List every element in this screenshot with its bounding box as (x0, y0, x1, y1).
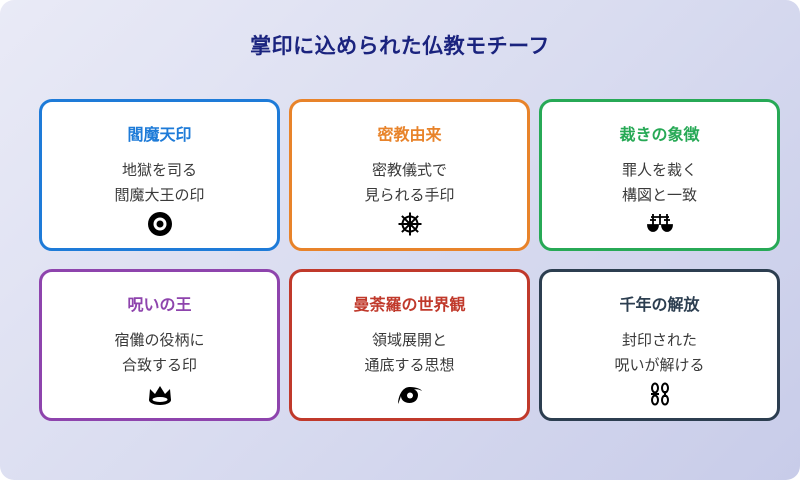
card-description-line: 構図と一致 (621, 186, 697, 204)
card-description-line: 領域展開と (371, 331, 447, 349)
card-description: 罪人を裁く 構図と一致 (542, 158, 777, 208)
crown-icon (147, 381, 173, 407)
card-description-line: 合致する印 (121, 356, 197, 374)
scales-icon (646, 211, 673, 237)
card-description: 地獄を司る 閻魔大王の印 (42, 158, 277, 208)
target-icon (147, 211, 173, 237)
card-mandala-worldview: 曼荼羅の世界観 領域展開と 通底する思想 (289, 269, 530, 421)
dharma-wheel-icon (397, 211, 423, 237)
card-title: 曼荼羅の世界観 (353, 295, 466, 314)
card-description-line: 封印された (621, 331, 697, 349)
card-title: 密教由来 (377, 125, 442, 144)
card-title: 裁きの象徴 (619, 125, 700, 144)
card-description: 宿儺の役柄に 合致する印 (42, 328, 277, 378)
card-description-line: 密教儀式で (371, 161, 447, 179)
card-description-line: 呪いが解ける (614, 356, 705, 374)
card-description-line: 地獄を司る (121, 161, 197, 179)
card-king-of-curses: 呪いの王 宿儺の役柄に 合致する印 (39, 269, 280, 421)
page-title: 掌印に込められた仏教モチーフ (250, 34, 550, 58)
card-description: 封印された 呪いが解ける (542, 328, 777, 378)
cyclone-icon (397, 381, 423, 407)
card-description-line: 閻魔大王の印 (114, 186, 205, 204)
card-mikkyo-origin: 密教由来 密教儀式で 見られる手印 (289, 99, 530, 251)
card-description-line: 罪人を裁く (621, 161, 697, 179)
card-description: 密教儀式で 見られる手印 (292, 158, 527, 208)
card-description-line: 通底する思想 (364, 356, 455, 374)
chain-icon (647, 381, 673, 407)
card-description-line: 見られる手印 (364, 186, 455, 204)
card-title: 呪いの王 (127, 295, 192, 314)
card-description-line: 宿儺の役柄に (114, 331, 205, 349)
card-millennium-release: 千年の解放 封印された 呪いが解ける (539, 269, 780, 421)
card-judgement-symbol: 裁きの象徴 罪人を裁く 構図と一致 (539, 99, 780, 251)
card-description: 領域展開と 通底する思想 (292, 328, 527, 378)
card-title: 閻魔天印 (127, 125, 192, 144)
card-enma-ten-in: 閻魔天印 地獄を司る 閻魔大王の印 (39, 99, 280, 251)
card-title: 千年の解放 (619, 295, 700, 314)
